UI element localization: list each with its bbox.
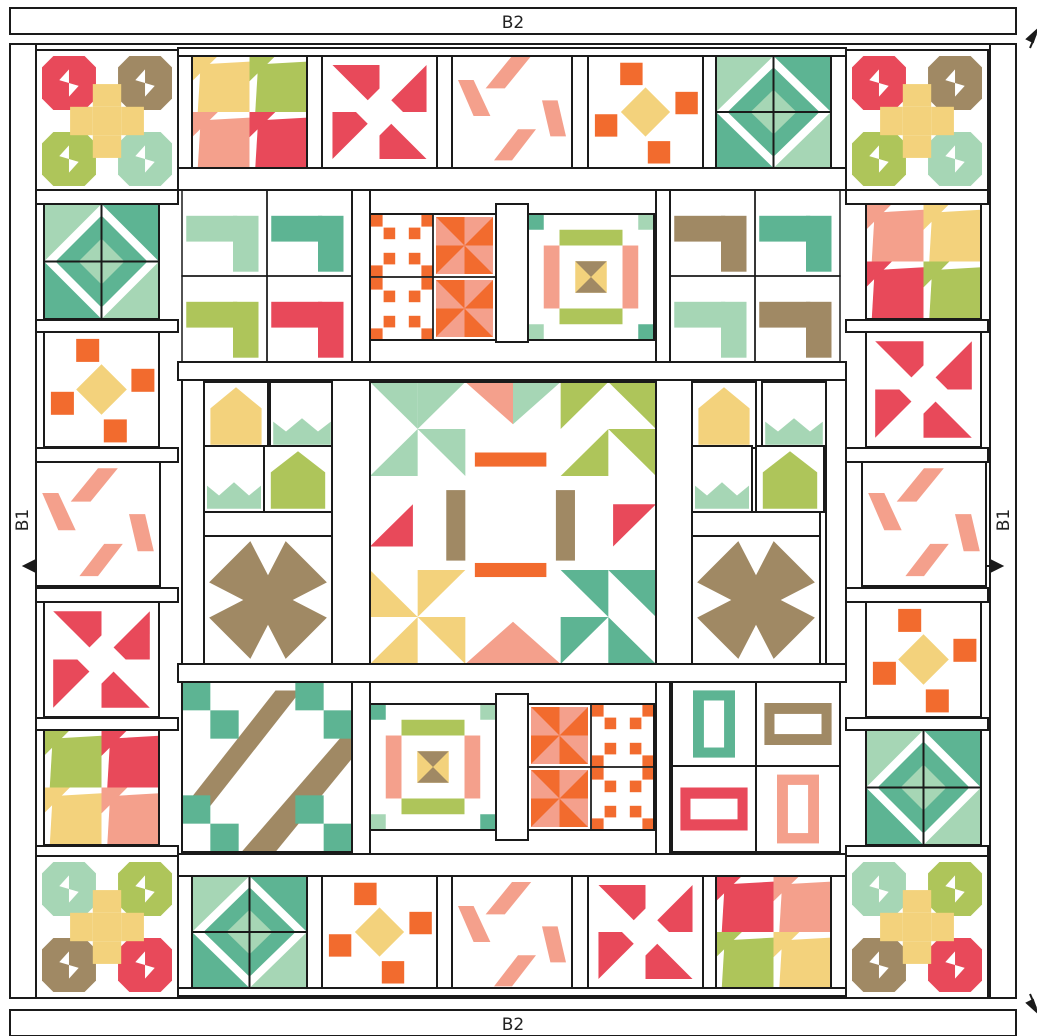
mountain-block — [204, 446, 264, 512]
mountain-block — [270, 382, 334, 448]
parallelogram-pinwheel-block — [452, 876, 572, 996]
ring-block — [756, 682, 840, 766]
maple-leaf-block — [716, 876, 831, 988]
hourglass-star-block — [588, 876, 703, 988]
parallelogram-pinwheel-block — [36, 462, 160, 586]
ring-block — [672, 682, 756, 766]
hourglass-star-block — [322, 56, 437, 168]
house-block — [756, 446, 824, 512]
corner-octagon-block — [36, 50, 178, 192]
diamond-square-block — [322, 876, 437, 988]
ring-block — [756, 766, 840, 852]
corner-l-block — [182, 190, 352, 362]
square-in-square-block — [44, 204, 159, 319]
diamond-square-block — [866, 602, 981, 717]
right-border-label: B1 — [994, 509, 1014, 531]
square-in-square-block — [866, 730, 981, 845]
framed-star-block — [528, 214, 654, 340]
house-block — [264, 446, 332, 512]
square-in-square-block — [192, 876, 307, 988]
mountain-block — [762, 382, 826, 448]
parallelogram-pinwheel-block — [452, 50, 572, 170]
brown-cross-block — [692, 536, 820, 664]
maple-leaf-block — [866, 204, 981, 319]
maple-leaf-block — [192, 56, 307, 168]
checker-nine-patch-block — [370, 214, 496, 340]
hourglass-star-block — [44, 602, 159, 717]
maple-leaf-block — [44, 730, 159, 845]
brown-cross-block — [204, 536, 332, 664]
corner-octagon-block — [36, 856, 178, 998]
corner-l-block — [670, 190, 840, 362]
left-border-label: B1 — [13, 509, 33, 531]
center-medallion-block — [370, 382, 656, 664]
corner-octagon-block — [846, 856, 988, 998]
ring-block — [672, 766, 756, 852]
house-block — [204, 382, 268, 448]
corner-arrow-bottom-icon — [1027, 994, 1037, 1012]
mountain-block — [692, 446, 752, 512]
framed-star-block — [370, 704, 496, 830]
corner-arrow-top-icon — [1027, 30, 1037, 48]
hourglass-star-block — [866, 332, 981, 447]
checker-nine-patch-block — [528, 704, 654, 830]
diamond-square-block — [44, 332, 159, 447]
diagonal-path-block — [182, 682, 352, 852]
diamond-square-block — [588, 56, 703, 168]
parallelogram-pinwheel-block — [862, 462, 986, 586]
corner-octagon-block — [846, 50, 988, 192]
bottom-border-label: B2 — [502, 1015, 524, 1035]
house-block — [692, 382, 756, 448]
top-border-label: B2 — [502, 13, 524, 33]
square-in-square-block — [716, 56, 831, 168]
